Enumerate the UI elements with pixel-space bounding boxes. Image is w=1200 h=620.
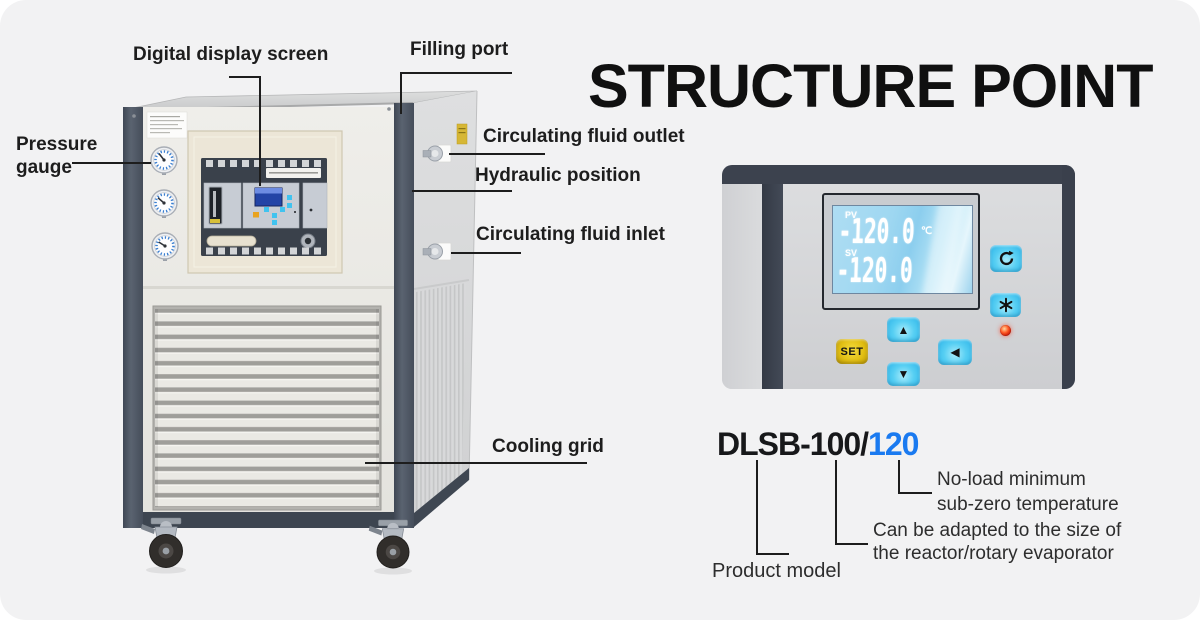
annotation-adapted-line2: the reactor/rotary evaporator — [873, 543, 1114, 564]
celsius-unit: ℃ — [921, 226, 933, 237]
lcd-display: PV -120.0 ℃ SV -120.0 — [832, 205, 973, 294]
lcd-bezel: PV -120.0 ℃ SV -120.0 — [822, 193, 980, 310]
label-digital-display-screen: Digital display screen — [133, 44, 329, 65]
closeup-top-band — [722, 165, 1075, 184]
fluid-inlet-fitting — [422, 242, 452, 261]
cooling-button — [990, 293, 1021, 317]
machine-side-panel — [413, 90, 478, 527]
label-filling-port: Filling port — [410, 39, 509, 60]
snowflake-icon — [999, 297, 1012, 313]
callout-product-model — [756, 460, 789, 555]
sv-value: -120.0 — [835, 251, 914, 291]
label-pressure-gauge: Pressure gauge — [16, 134, 98, 178]
callout-filling-port — [400, 72, 512, 114]
front-control-panel — [187, 130, 343, 274]
annotation-no-load: No-load minimum sub-zero temperature — [937, 467, 1119, 517]
annotation-adapted: Can be adapted to the size of the reacto… — [873, 519, 1121, 565]
pv-value: -120.0 — [837, 212, 916, 252]
callout-digital-display — [229, 76, 261, 186]
closeup-right-pillar — [1062, 165, 1075, 389]
product-model-number: DLSB-100/120 — [717, 426, 919, 463]
lcd-glare — [918, 206, 966, 293]
set-button: SET — [836, 339, 868, 364]
callout-no-load — [898, 460, 932, 494]
pv-label: PV — [845, 210, 858, 220]
model-prefix: DLSB-100/ — [717, 426, 869, 462]
sv-label: SV — [845, 248, 858, 258]
label-cooling-grid: Cooling grid — [492, 436, 604, 457]
model-suffix: 120 — [868, 426, 919, 462]
page-title: STRUCTURE POINT — [588, 52, 1153, 120]
up-button: ▲ — [887, 317, 920, 342]
label-hydraulic-position: Hydraulic position — [475, 165, 641, 186]
annotation-product-model: Product model — [712, 560, 841, 582]
annotation-no-load-line2: sub-zero temperature — [937, 494, 1119, 515]
info-sticker — [146, 111, 188, 139]
down-button: ▼ — [887, 362, 920, 386]
callout-adapted — [835, 460, 868, 545]
power-led — [1000, 325, 1011, 336]
closeup-left-pillar — [762, 184, 783, 389]
callout-lines — [72, 72, 932, 555]
warning-sticker — [456, 123, 468, 145]
pressure-gauges — [149, 145, 180, 263]
circulation-button — [990, 245, 1022, 272]
circulation-icon — [999, 250, 1014, 266]
control-panel-closeup: PV -120.0 ℃ SV -120.0 ▲ — [722, 165, 1075, 389]
left-button: ◀ — [938, 339, 972, 365]
cooling-grid — [152, 305, 382, 511]
annotation-no-load-line1: No-load minimum — [937, 469, 1086, 490]
label-circulating-fluid-outlet: Circulating fluid outlet — [483, 126, 685, 147]
label-circulating-fluid-inlet: Circulating fluid inlet — [476, 224, 665, 245]
closeup-left-strip — [722, 184, 762, 389]
annotation-adapted-line1: Can be adapted to the size of — [873, 520, 1122, 541]
